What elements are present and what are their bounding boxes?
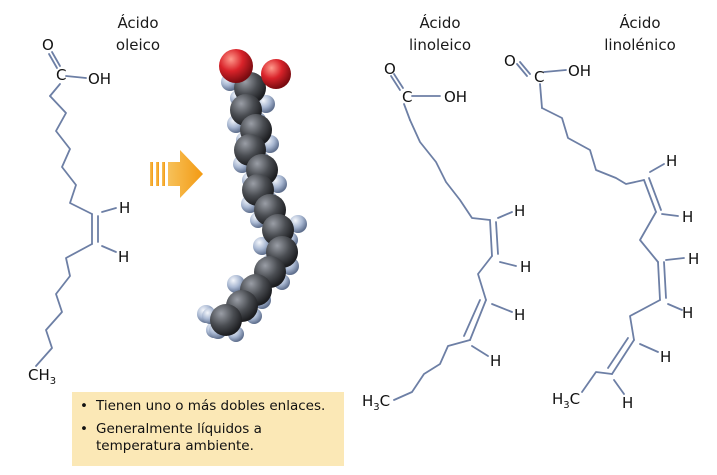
- oleic-acid-structure: O C OH H H CH3: [28, 36, 130, 387]
- oleic-carboxyl-bond: [48, 51, 87, 97]
- linoleic-chain-upper: [409, 119, 491, 221]
- note-item-double-bonds: Tienen uno o más dobles enlaces.: [80, 398, 334, 415]
- linolenic-hydrogen-4: H: [682, 304, 693, 322]
- oleic-methyl: CH3: [28, 366, 56, 387]
- linolenic-hydrogen-5: H: [660, 348, 671, 366]
- linolenic-chain-upper: [541, 107, 645, 185]
- linoleic-carboxyl-bond: [390, 73, 441, 121]
- linolenic-double-bond-3: [607, 337, 635, 375]
- linolenic-double-bond-2: [657, 261, 667, 301]
- linoleic-oxygen: O: [384, 60, 396, 78]
- linoleic-acid-structure: O C OH H H H H H3C: [362, 60, 531, 413]
- oleic-h-bonds: [101, 207, 117, 253]
- linolenic-hydroxyl: OH: [568, 62, 591, 80]
- oxygen-sphere: [219, 49, 253, 83]
- linoleic-chain-lower: [393, 339, 471, 401]
- linolenic-h-bonds-1: [649, 163, 679, 217]
- linolenic-h-bonds-2: [665, 257, 685, 311]
- linoleic-double-bond-1: [489, 219, 499, 257]
- linolenic-carboxyl-bond: [516, 61, 567, 109]
- title-oleic-acid: Ácido oleico: [108, 12, 168, 56]
- title-oleic-line1: Ácido: [117, 14, 159, 32]
- linolenic-oxygen: O: [504, 52, 516, 70]
- linolenic-hydrogen-3: H: [688, 250, 699, 268]
- oleic-carbon: C: [56, 66, 66, 84]
- linoleic-methyl: H3C: [362, 392, 390, 413]
- oleic-double-bond: [91, 213, 99, 245]
- linolenic-carbon: C: [534, 68, 544, 86]
- linoleic-hydroxyl: OH: [444, 88, 467, 106]
- title-linolenic-line1: Ácido: [619, 14, 661, 32]
- linoleic-h-bonds-1: [497, 211, 517, 267]
- arrow-right-icon: [150, 150, 203, 198]
- linolenic-chain-mid-1: [639, 211, 659, 263]
- linolenic-methyl: H3C: [552, 390, 580, 411]
- oxygen-sphere: [261, 59, 291, 89]
- linolenic-double-bond-1: [643, 177, 662, 213]
- title-linolenic-line2: linolénico: [604, 36, 676, 54]
- linoleic-hydrogen-4: H: [490, 352, 501, 370]
- linolenic-hydrogen-2: H: [682, 208, 693, 226]
- linoleic-h-bonds-2: [471, 303, 513, 357]
- title-linolenic-acid: Ácido linolénico: [600, 12, 680, 56]
- linoleic-chain-mid: [477, 255, 493, 301]
- linolenic-hydrogen-6: H: [622, 394, 633, 412]
- oleic-chain-lower: [35, 243, 93, 367]
- title-linoleic-acid: Ácido linoleico: [400, 12, 480, 56]
- linolenic-chain-lower: [581, 371, 613, 393]
- properties-note-box: Tienen uno o más dobles enlaces. General…: [72, 392, 344, 466]
- linolenic-acid-structure: O C OH H H H H H H H3C: [504, 52, 699, 412]
- oleic-oxygen: O: [42, 36, 54, 54]
- linoleic-carbon: C: [402, 88, 412, 106]
- title-linoleic-line2: linoleico: [408, 36, 471, 54]
- oleic-chain-upper: [49, 95, 93, 215]
- title-oleic-line2: oleico: [115, 36, 161, 54]
- title-linoleic-line1: Ácido: [419, 14, 461, 32]
- linoleic-double-bond-2: [463, 299, 487, 341]
- note-item-liquid: Generalmente líquidos a temperatura ambi…: [80, 421, 334, 455]
- linoleic-hydrogen-3: H: [514, 306, 525, 324]
- oleic-hydroxyl: OH: [88, 70, 111, 88]
- linolenic-chain-mid-2: [629, 299, 661, 341]
- linolenic-hydrogen-1: H: [666, 152, 677, 170]
- oleic-hydrogen-2: H: [118, 248, 129, 266]
- linolenic-h-bonds-3: [613, 343, 659, 395]
- linoleic-hydrogen-1: H: [514, 202, 525, 220]
- oleic-hydrogen-1: H: [119, 199, 130, 217]
- linoleic-hydrogen-2: H: [520, 258, 531, 276]
- space-filling-molecule-model: [197, 49, 307, 342]
- carbon-sphere: [210, 304, 242, 336]
